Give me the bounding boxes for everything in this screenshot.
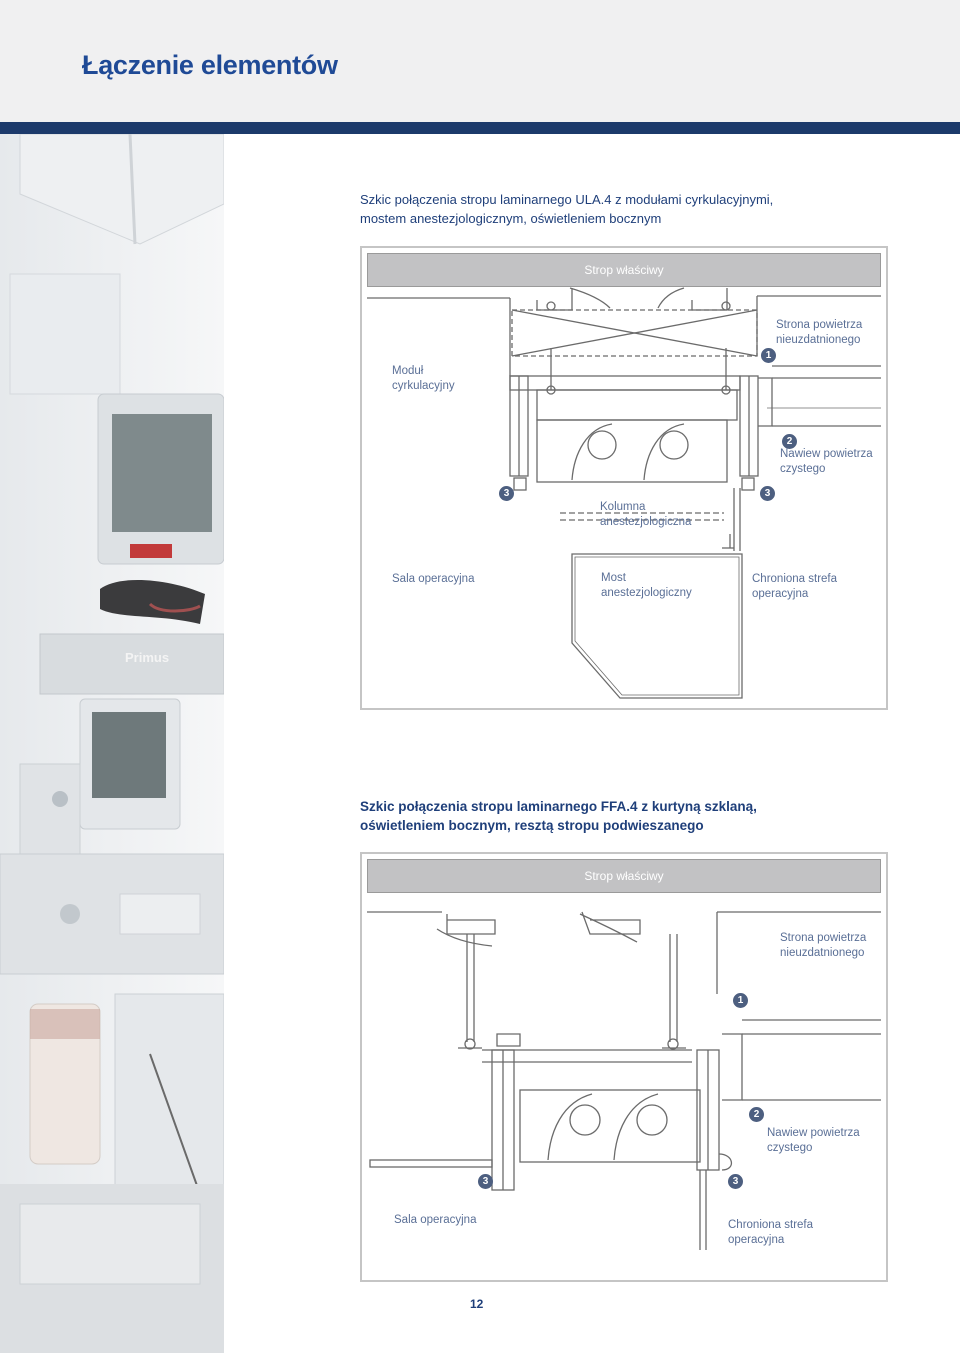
ula-inlet-line1: Nawiew powietrza (780, 448, 873, 460)
ffa-label-protected-zone: Chroniona strefa operacyjna (728, 1218, 813, 1248)
operating-room-photo: Primus (0, 134, 224, 1353)
ffa-zone-line1: Chroniona strefa (728, 1219, 814, 1231)
ula-zone-line1: Chroniona strefa (752, 573, 838, 585)
ula-bridge-line1: Most (601, 572, 626, 584)
ffa-label-clean-air-inlet: Nawiew powietrza czystego (767, 1126, 860, 1156)
ffa-filter-unit (520, 1090, 700, 1162)
ffa-side-line2: nieuzdatnionego (780, 947, 865, 959)
ula-zone-line2: operacyjna (752, 588, 809, 600)
ffa-inlet-line1: Nawiew powietrza (767, 1127, 860, 1139)
ula-column-line2: anestezjologiczna (600, 516, 692, 528)
ffa-label-unfiltered-side: Strona powietrza nieuzdatnionego (780, 931, 866, 961)
ula-bridge-line2: anestezjologiczny (601, 587, 692, 599)
page-title: Łączenie elementów (82, 50, 338, 80)
ffa-side-line1: Strona powietrza (780, 932, 867, 944)
ula-module-line1: Moduł (392, 365, 424, 377)
ula-label-protected-zone: Chroniona strefa operacyjna (752, 572, 837, 602)
ula-drawing (367, 287, 881, 699)
ula-label-anesthesia-bridge: Most anestezjologiczny (601, 571, 692, 601)
ula-marker-3-left: 3 (499, 486, 514, 501)
ula-ceiling-slab: Strop właściwy (367, 253, 881, 287)
ula-inlet-line2: czystego (780, 463, 826, 475)
ula-air-inlet-unit (537, 420, 727, 482)
ula-side-line2: nieuzdatnionego (776, 334, 861, 346)
ula-side-line1: Strona powietrza (776, 319, 863, 331)
ula-label-unfiltered-side: Strona powietrza nieuzdatnionego (776, 318, 862, 348)
ula-module-line2: cyrkulacyjny (392, 380, 455, 392)
ula-label-anesthesia-column: Kolumna anestezjologiczna (600, 500, 691, 530)
ffa-marker-3-left: 3 (478, 1174, 493, 1189)
ula-label-operating-room: Sala operacyjna (392, 573, 475, 585)
ula-label-clean-air-inlet: Nawiew powietrza czystego (780, 447, 873, 477)
photo-brand-text: Primus (125, 650, 169, 665)
ula-caption: Szkic połączenia stropu laminarnego ULA.… (360, 190, 773, 228)
ffa-zone-line2: operacyjna (728, 1234, 785, 1246)
page-number: 12 (470, 1297, 484, 1311)
ffa-caption-line2: oświetleniem bocznym, resztą stropu podw… (360, 818, 704, 833)
ula-caption-line1: Szkic połączenia stropu laminarnego ULA.… (360, 192, 774, 207)
ula-label-circulation-module: Moduł cyrkulacyjny (392, 364, 455, 394)
ula-marker-3-right: 3 (760, 486, 775, 501)
ula-marker-2: 2 (782, 434, 797, 449)
ffa-caption-line1: Szkic połączenia stropu laminarnego FFA.… (360, 799, 757, 814)
ffa-connection-diagram: Strop właściwy Strona powietrza nieuzdat… (360, 852, 888, 1282)
header-accent-bar (0, 122, 960, 134)
ula-column-line1: Kolumna (600, 501, 646, 513)
ffa-marker-2: 2 (749, 1107, 764, 1122)
ffa-caption: Szkic połączenia stropu laminarnego FFA.… (360, 797, 757, 835)
ffa-drawing (367, 911, 881, 1250)
ffa-ceiling-slab: Strop właściwy (367, 859, 881, 893)
ula-marker-1: 1 (761, 348, 776, 363)
ula-caption-line2: mostem anestezjologicznym, oświetleniem … (360, 211, 662, 226)
ula-connection-diagram: Strop właściwy Moduł cyrkulacyjny Strona… (360, 246, 888, 710)
ffa-label-operating-room: Sala operacyjna (394, 1214, 477, 1226)
ffa-marker-1: 1 (733, 993, 748, 1008)
ffa-marker-3-right: 3 (728, 1174, 743, 1189)
page-header: Łączenie elementów (0, 0, 960, 122)
ffa-inlet-line2: czystego (767, 1142, 813, 1154)
